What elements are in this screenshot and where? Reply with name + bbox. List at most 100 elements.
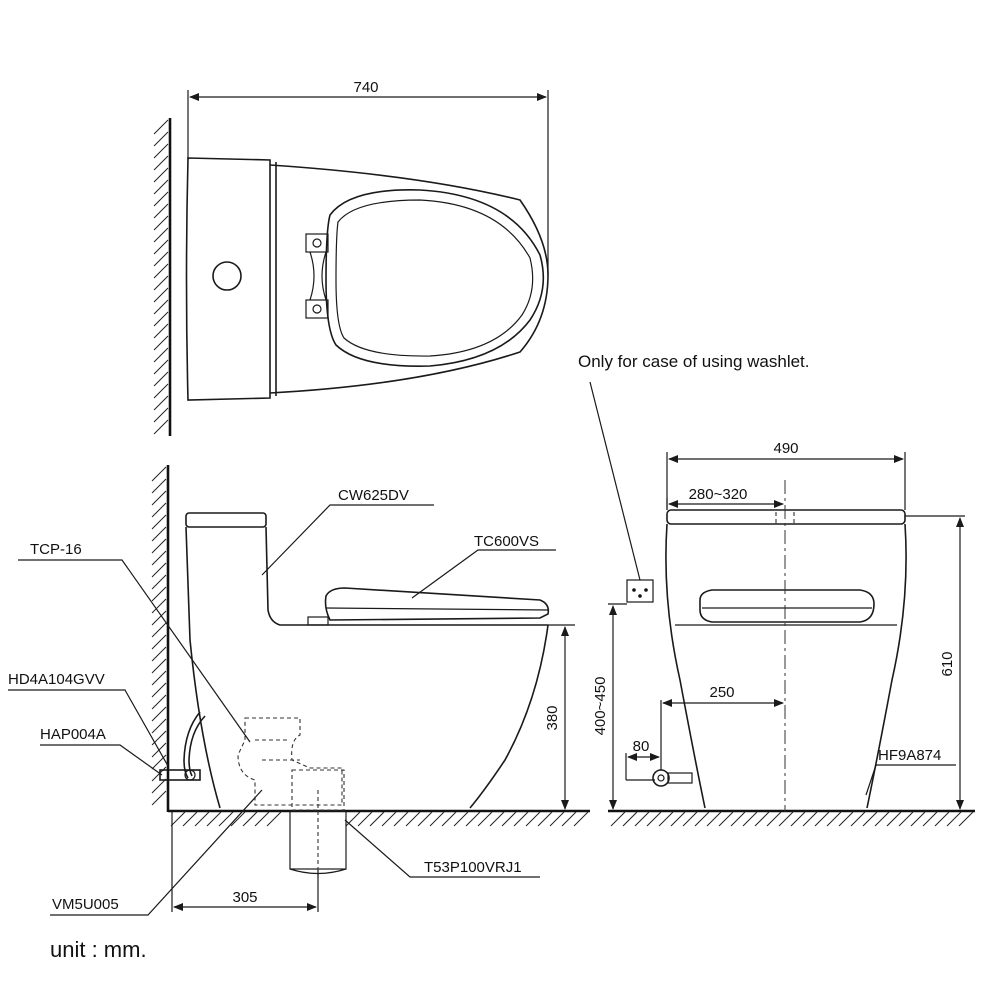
floor-hatch-line xyxy=(429,811,445,827)
wall-hatch-line xyxy=(153,191,169,207)
front-view: Only for case of using washlet. 490 280~… xyxy=(578,352,975,827)
wall-hatch-line xyxy=(151,478,167,494)
floor-hatch-line xyxy=(910,811,926,827)
floor-hatch-line xyxy=(814,811,830,827)
wall-hatch-line xyxy=(153,383,169,399)
floor-hatch-line xyxy=(850,811,866,827)
wall-hatch-line xyxy=(153,227,169,243)
floor-hatch-line xyxy=(501,811,517,827)
floor-hatch-line xyxy=(381,811,397,827)
wall-hatch-line xyxy=(151,502,167,518)
wall-hatch-line xyxy=(153,419,169,435)
floor-hatch-line xyxy=(477,811,493,827)
wall-hatch-line xyxy=(153,395,169,411)
note-washlet: Only for case of using washlet. xyxy=(578,352,810,371)
floor-hatch-line xyxy=(242,811,258,827)
floor-hatch-line xyxy=(778,811,794,827)
side-view: 380 305 CW625DV TC600VS TCP-16 HD4A104GV… xyxy=(8,465,590,916)
floor-hatch-line xyxy=(525,811,541,827)
wall-hatch-line xyxy=(151,514,167,530)
floor-hatch-line xyxy=(345,811,361,827)
wall-hatch-line xyxy=(153,371,169,387)
wall-hatch-line xyxy=(151,706,167,722)
wall-hatch-line xyxy=(151,466,167,482)
wall-hatch-line xyxy=(151,634,167,650)
wall-hatch-line xyxy=(153,179,169,195)
floor-hatch-line xyxy=(573,811,589,827)
floor-hatch-line xyxy=(194,811,210,827)
wall-hatch-line xyxy=(153,143,169,159)
floor-hatch-line xyxy=(489,811,505,827)
wall-hatch-line xyxy=(153,359,169,375)
label-flange: VM5U005 xyxy=(52,896,119,913)
label-front-valve: HF9A874 xyxy=(878,747,941,764)
floor-hatch-line xyxy=(934,811,950,827)
floor-hatch-line xyxy=(441,811,457,827)
dim-top-width: 740 xyxy=(353,79,378,96)
floor-hatch-line xyxy=(670,811,686,827)
floor-hatch-line xyxy=(393,811,409,827)
wall-hatch-line xyxy=(153,263,169,279)
wall-hatch-line xyxy=(151,646,167,662)
wall-hatch-line xyxy=(151,526,167,542)
wall-hatch-line xyxy=(153,131,169,147)
wall-hatch-line xyxy=(151,550,167,566)
floor-hatch-line xyxy=(706,811,722,827)
floor-hatch-line xyxy=(742,811,758,827)
wall-hatch-line xyxy=(153,251,169,267)
dim-rough-in: 305 xyxy=(232,889,257,906)
wall-hatch-line xyxy=(153,155,169,171)
floor-hatch-line xyxy=(170,811,186,827)
floor-hatch-line xyxy=(874,811,890,827)
wall-hatch-line xyxy=(151,538,167,554)
floor-hatch-line xyxy=(922,811,938,827)
wall-hatch-line xyxy=(153,167,169,183)
label-stop-valve: HAP004A xyxy=(40,726,106,743)
floor-hatch-line xyxy=(622,811,638,827)
wall-hatch-line xyxy=(153,275,169,291)
floor-hatch-line xyxy=(230,811,246,827)
floor-hatch-line xyxy=(646,811,662,827)
floor-hatch-line xyxy=(405,811,421,827)
dim-supply-height: 400~450 xyxy=(592,677,609,736)
floor-hatch-line xyxy=(862,811,878,827)
unit-label: unit : mm. xyxy=(50,937,147,962)
wall-hatch-line xyxy=(151,670,167,686)
wall-hatch-line xyxy=(153,287,169,303)
dim-front-width: 490 xyxy=(773,440,798,457)
floor-hatch-line xyxy=(958,811,974,827)
wall-hatch-line xyxy=(151,658,167,674)
wall-hatch-line xyxy=(151,586,167,602)
label-drain: T53P100VRJ1 xyxy=(424,859,522,876)
wall-hatch-line xyxy=(151,730,167,746)
floor-hatch-line xyxy=(182,811,198,827)
wall-hatch-line xyxy=(153,203,169,219)
floor-hatch-line xyxy=(369,811,385,827)
floor-hatch-line xyxy=(537,811,553,827)
wall-hatch-line xyxy=(151,622,167,638)
floor-hatch-line xyxy=(465,811,481,827)
floor-hatch-line xyxy=(754,811,770,827)
floor-hatch-line xyxy=(718,811,734,827)
wall-hatch-line xyxy=(153,335,169,351)
wall-hatch-line xyxy=(151,778,167,794)
label-trap: TCP-16 xyxy=(30,541,82,558)
label-seat: TC600VS xyxy=(474,533,539,550)
floor-hatch-line xyxy=(417,811,433,827)
wall-hatch-line xyxy=(153,119,169,135)
wall-hatch-line xyxy=(151,682,167,698)
floor-hatch-line xyxy=(254,811,270,827)
floor-hatch-line xyxy=(206,811,222,827)
wall-hatch-line xyxy=(151,754,167,770)
wall-hatch-line xyxy=(153,299,169,315)
floor-hatch-line xyxy=(610,811,626,827)
floor-hatch-line xyxy=(838,811,854,827)
wall-hatch-line xyxy=(153,215,169,231)
floor-hatch-line xyxy=(730,811,746,827)
wall-hatch-line xyxy=(151,562,167,578)
floor-hatch-line xyxy=(826,811,842,827)
dim-drain-offset: 250 xyxy=(709,684,734,701)
floor-hatch-line xyxy=(218,811,234,827)
wall-hatch-line xyxy=(151,790,167,806)
